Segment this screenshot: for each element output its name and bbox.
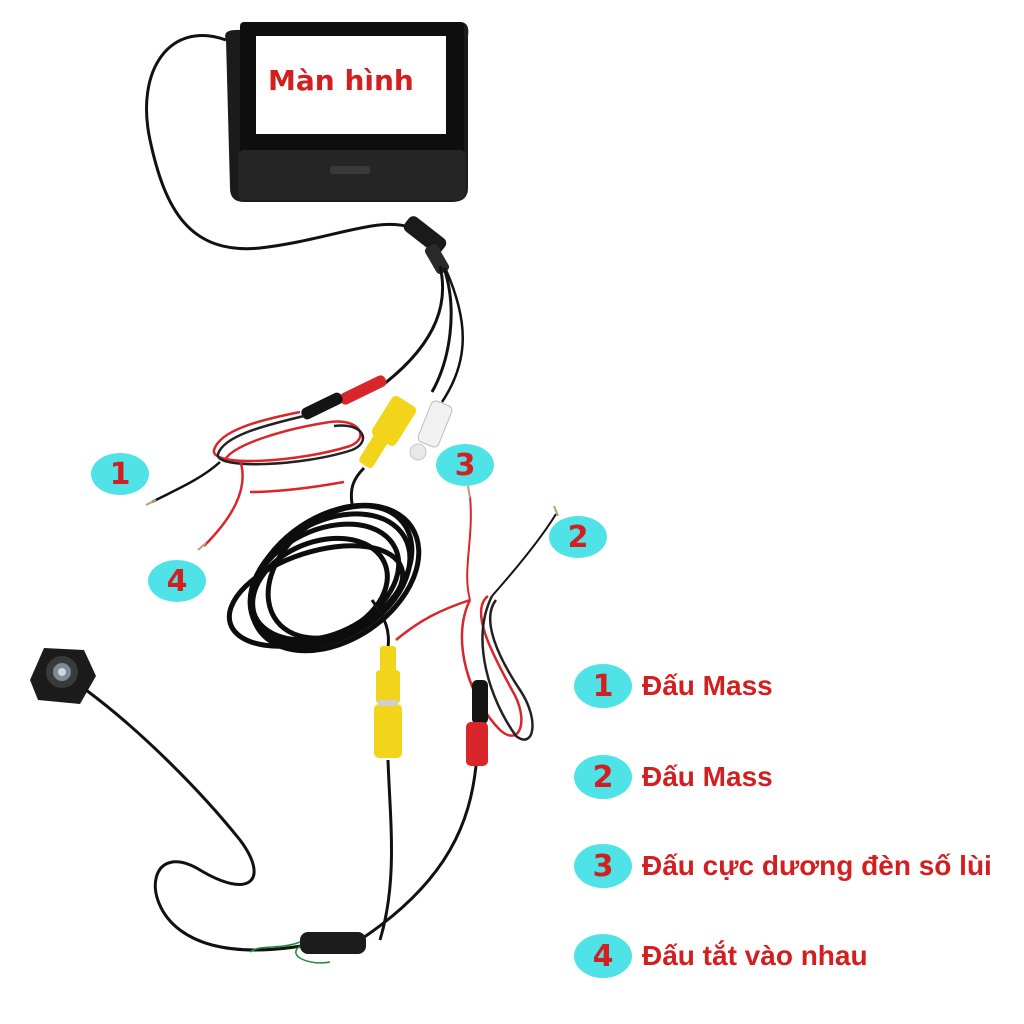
rca-yellow-top xyxy=(359,395,417,468)
legend-item-4: 4 Đấu tắt vào nhau xyxy=(574,932,868,980)
red-wire-coil xyxy=(212,410,362,463)
legend-text: Đấu Mass xyxy=(642,670,773,701)
power-plug-red-bottom xyxy=(466,680,488,766)
callout-badge-4: 4 xyxy=(148,560,206,602)
monitor xyxy=(225,22,469,202)
bottom-junction xyxy=(249,932,366,964)
legend-badge: 3 xyxy=(574,844,632,888)
callout-badge-3: 3 xyxy=(436,444,494,486)
red-wire-coil-right xyxy=(395,595,534,741)
legend-badge: 4 xyxy=(574,934,632,978)
callout-badge-2: 2 xyxy=(549,516,607,558)
monitor-cable xyxy=(145,34,413,251)
power-plug-red xyxy=(301,375,387,420)
rca-yellow-bottom xyxy=(370,599,402,758)
legend-badge: 2 xyxy=(574,755,632,799)
rca-white-top xyxy=(409,400,453,461)
callout-badge-1: 1 xyxy=(91,453,149,495)
legend-text: Đấu tắt vào nhau xyxy=(642,940,868,971)
legend-item-3: 3 Đấu cực dương đèn số lùi xyxy=(574,842,992,890)
rear-camera xyxy=(30,648,96,704)
legend-badge: 1 xyxy=(574,664,632,708)
monitor-screen-label: Màn hình xyxy=(268,64,414,97)
legend-text: Đấu cực dương đèn số lùi xyxy=(642,850,992,881)
legend-text: Đấu Mass xyxy=(642,761,773,792)
coiled-video-cable xyxy=(226,502,422,654)
camera-cable xyxy=(85,688,331,952)
legend-item-1: 1 Đấu Mass xyxy=(574,662,773,710)
inline-connector xyxy=(403,216,450,275)
legend-item-2: 2 Đấu Mass xyxy=(574,753,773,801)
